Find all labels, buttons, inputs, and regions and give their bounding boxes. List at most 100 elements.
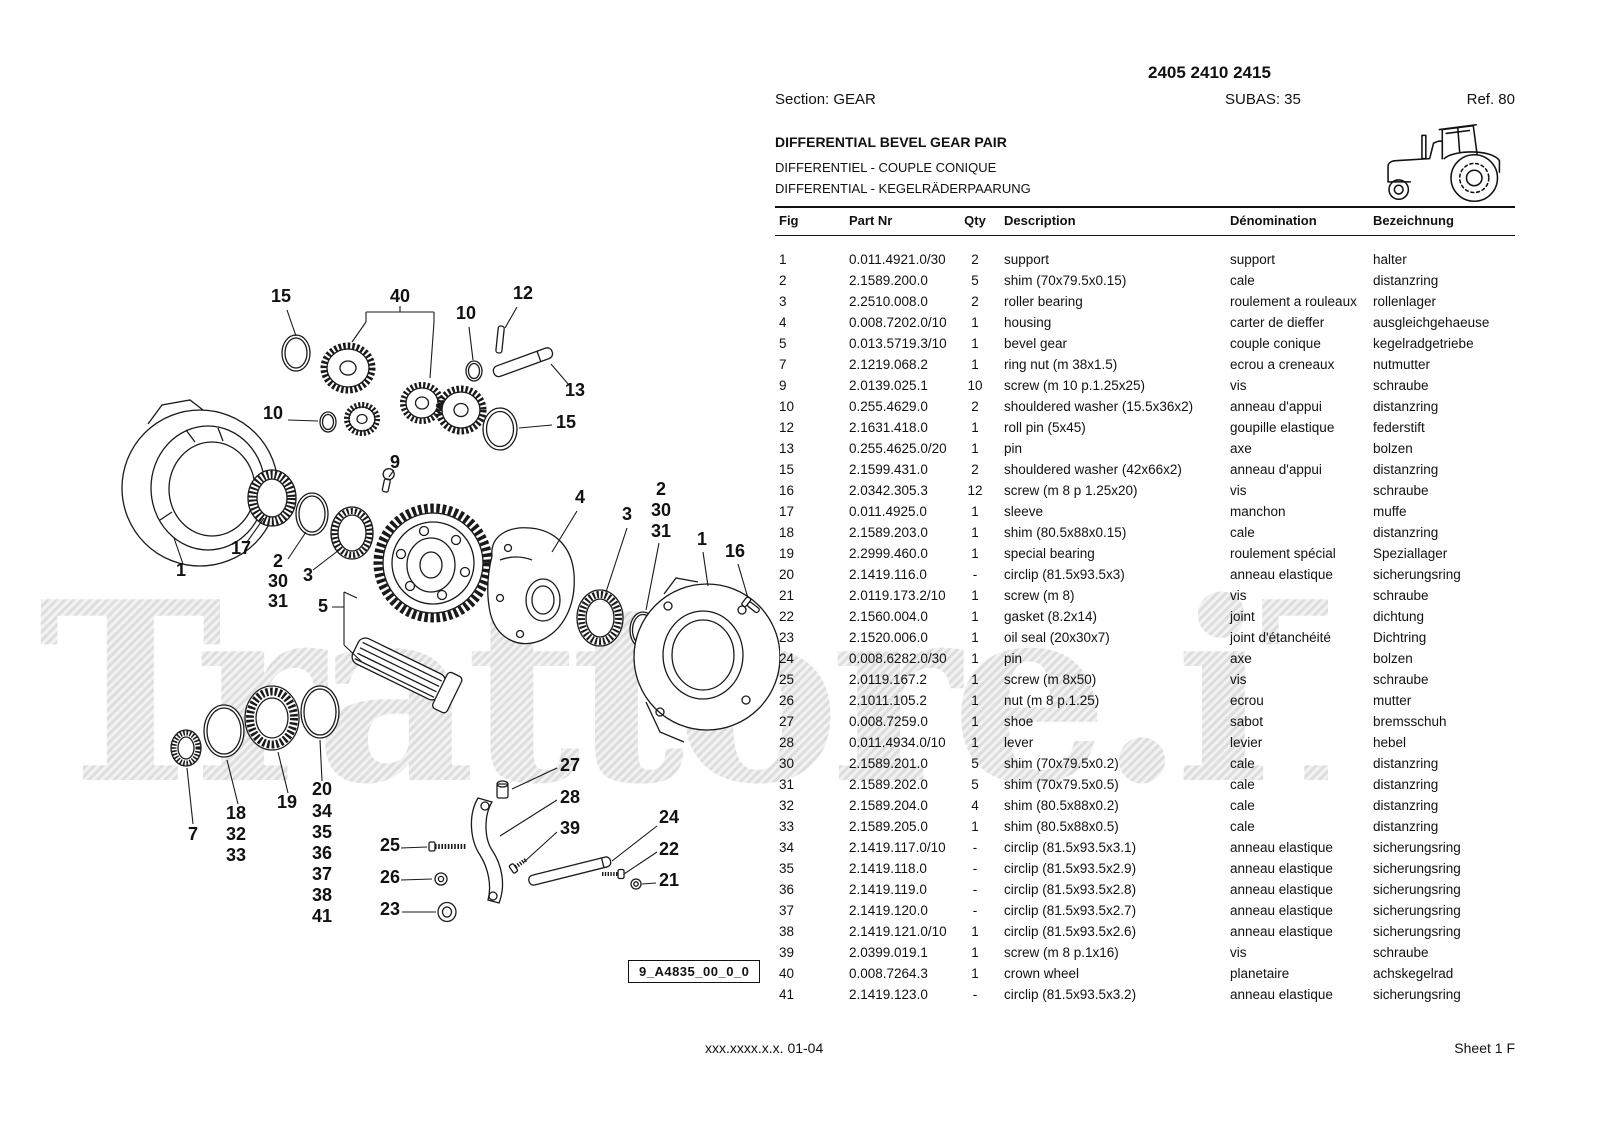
qty-cell: 1 [971,420,979,435]
bezeichnung-cell: federstift [1373,420,1425,435]
differential-housing [487,527,575,645]
callout-4: 4 [575,487,585,507]
fig-cell: 19 [779,546,795,561]
callout-22: 22 [659,839,679,859]
fig-cell: 2 [779,273,787,288]
callout-1: 1 [176,560,186,580]
bezeichnung-cell: hebel [1373,735,1407,750]
bevel-pinion-gear-a [320,342,376,394]
partnr-cell: 2.1589.202.0 [849,777,928,792]
callout-20: 20 [312,779,332,799]
description-cell: circlip (81.5x93.5x2.9) [1004,861,1137,876]
description-cell: roll pin (5x45) [1004,420,1086,435]
denomination-cell: cale [1230,798,1255,813]
qty-cell: - [972,861,978,876]
tractor-icon [1387,123,1501,202]
fig-cell: 18 [779,525,795,540]
callout-31: 31 [651,521,671,541]
description-cell: circlip (81.5x93.5x3.2) [1004,987,1137,1002]
fig-cell: 34 [779,840,795,855]
partnr-cell: 2.1631.418.0 [849,420,928,435]
bezeichnung-cell: sicherungsring [1373,567,1461,582]
denomination-cell: axe [1230,441,1252,456]
page-title: DIFFERENTIAL BEVEL GEAR PAIR [775,134,1007,150]
qty-cell: 1 [971,924,979,939]
nut-26 [434,872,448,886]
bezeichnung-cell: bremsschuh [1373,714,1447,729]
lever-28 [470,797,504,904]
description-cell: oil seal (20x30x7) [1004,630,1110,645]
bezeichnung-cell: schraube [1373,483,1429,498]
partnr-cell: 0.013.5719.3/10 [849,336,947,351]
page-title-de: DIFFERENTIAL - KEGELRÄDERPAARUNG [775,181,1031,196]
denomination-cell: axe [1230,651,1252,666]
fig-cell: 12 [779,420,795,435]
pin-13 [492,347,554,378]
bezeichnung-cell: distanzring [1373,819,1439,834]
pin-24 [528,856,612,886]
bezeichnung-cell: sicherungsring [1373,882,1461,897]
bezeichnung-cell: dichtung [1373,609,1425,624]
partnr-cell: 0.255.4629.0 [849,399,928,414]
fig-cell: 23 [779,630,795,645]
partnr-cell: 0.008.7264.3 [849,966,928,981]
qty-cell: 5 [971,273,979,288]
description-cell: shim (80.5x88x0.5) [1004,819,1119,834]
bezeichnung-cell: kegelradgetriebe [1373,336,1474,351]
page-title-fr: DIFFERENTIEL - COUPLE CONIQUE [775,160,997,175]
callout-10: 10 [456,303,476,323]
partnr-cell: 2.1589.200.0 [849,273,928,288]
callout-15: 15 [271,286,291,306]
fig-cell: 24 [779,651,795,666]
partnr-cell: 2.1589.201.0 [849,756,928,771]
denomination-cell: cale [1230,273,1255,288]
bevel-pinion-gear-b [344,402,380,436]
callout-37: 37 [312,864,332,884]
qty-cell: 2 [971,294,979,309]
qty-cell: 1 [971,819,979,834]
denomination-cell: roulement spécial [1230,546,1336,561]
partnr-cell: 0.011.4934.0/10 [849,735,946,750]
qty-cell: 1 [971,966,979,981]
fig-cell: 20 [779,567,795,582]
denomination-cell: cale [1230,756,1255,771]
partnr-cell: 0.011.4921.0/30 [849,252,946,267]
roller-bearing-right [576,589,624,647]
bezeichnung-cell: muffe [1373,504,1407,519]
callout-2: 2 [273,551,283,571]
denomination-cell: anneau elastique [1230,924,1333,939]
washer-10-left [319,411,337,433]
description-cell: roller bearing [1004,294,1083,309]
fig-cell: 25 [779,672,795,687]
fig-cell: 3 [779,294,787,309]
description-cell: shim (80.5x88x0.15) [1004,525,1127,540]
denomination-cell: anneau d'appui [1230,462,1322,477]
description-cell: circlip (81.5x93.5x2.8) [1004,882,1137,897]
partnr-cell: 2.0119.173.2/10 [849,588,946,603]
col-qty: Qty [950,207,1000,236]
partnr-cell: 2.1011.105.2 [849,693,927,708]
description-cell: screw (m 8x50) [1004,672,1097,687]
partnr-cell: 0.011.4925.0 [849,504,927,519]
callout-30: 30 [268,571,288,591]
screw-39 [508,857,528,874]
denomination-cell: vis [1230,672,1247,687]
footer-sheet: Sheet 1 F [1454,1040,1515,1056]
callout-28: 28 [560,787,580,807]
fig-cell: 10 [779,399,795,414]
washer-15-left [281,334,311,372]
qty-cell: 5 [971,756,979,771]
description-cell: circlip (81.5x93.5x3.1) [1004,840,1137,855]
fig-cell: 21 [779,588,795,603]
footer-code: xxx.xxxx.x.x. 01-04 [705,1040,824,1056]
shim-set-18 [203,704,245,758]
